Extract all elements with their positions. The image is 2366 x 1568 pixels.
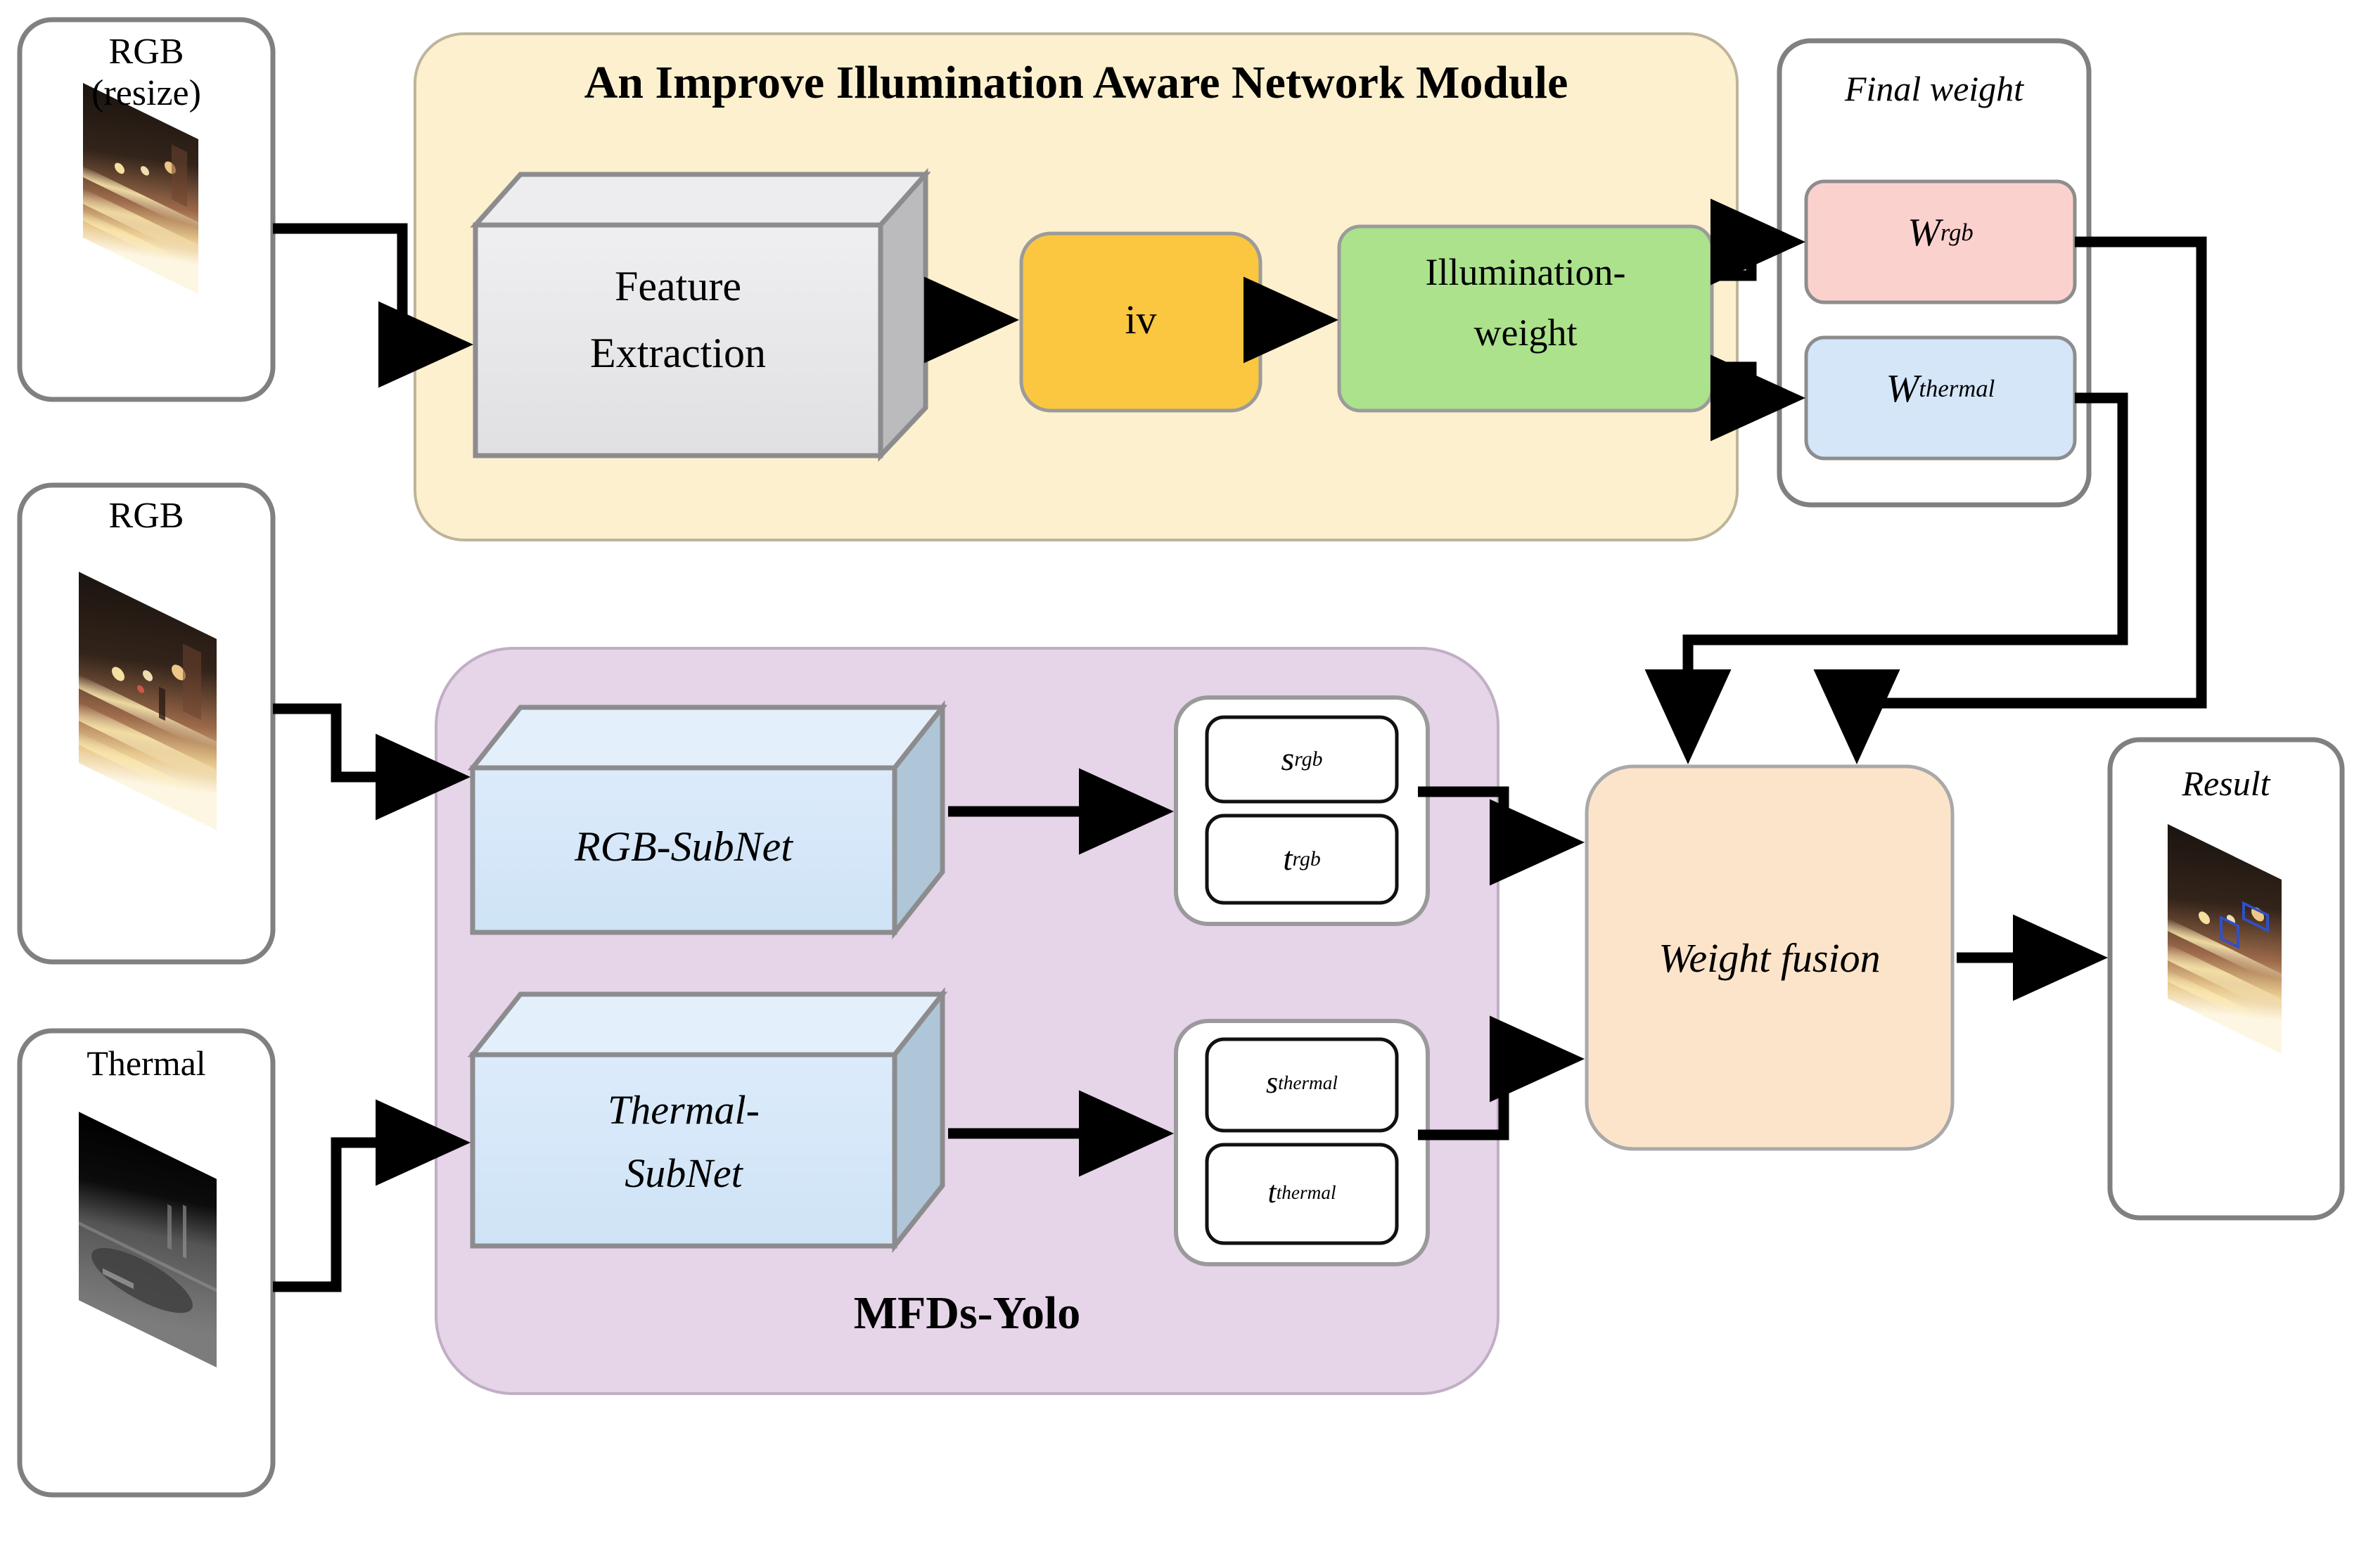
thumbnail-thermal [79,1112,217,1368]
connector-rgbresize-to-feature [273,223,474,388]
w-thermal-box [1804,335,2077,461]
connector-rgboutputs-to-fusion [1418,786,1585,886]
s-thermal-box [1205,1037,1399,1133]
rgb-subnet-box [467,700,948,940]
iv-box [1019,231,1262,413]
connector-illumination-to-wthermal [1710,354,1806,442]
connector-rgb-to-rgbsubnet [273,703,471,821]
w-rgb-box [1804,179,2077,304]
t-rgb-box [1205,814,1399,905]
thermal-subnet-box [467,987,948,1254]
connector-thermaloutputs-to-fusion [1418,1015,1585,1140]
s-rgb-box [1205,715,1399,804]
feature-extraction-box [470,167,931,462]
connector-thermal-to-thermalsubnet [273,1099,471,1292]
thumbnail-result [2168,823,2282,1054]
connector-illumination-to-wrgb [1710,198,1806,285]
thumbnail-rgb-resize [83,83,198,294]
weight-fusion-box [1585,764,1955,1151]
t-thermal-box [1205,1143,1399,1245]
connector-wthermal-to-fusion [1644,392,2128,765]
thumbnail-rgb [79,572,217,830]
illumination-weight-box [1337,224,1714,413]
connector-wrgb-to-fusion [1813,236,2207,765]
